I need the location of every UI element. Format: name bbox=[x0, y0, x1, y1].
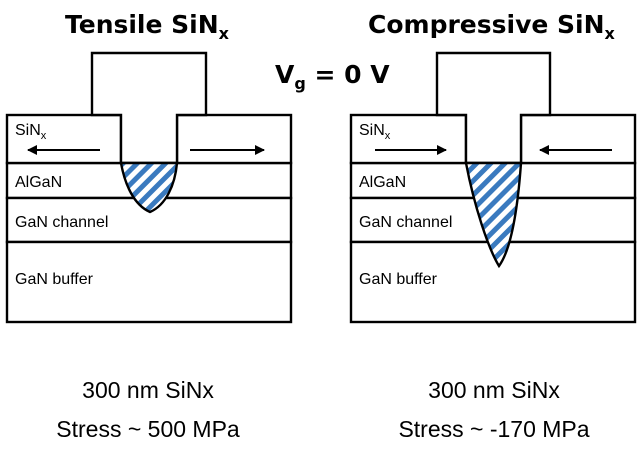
stress-caption: Stress ~ 500 MPa bbox=[56, 416, 240, 442]
sinx-right-segment bbox=[175, 113, 293, 165]
algan-label: AlGaN bbox=[359, 174, 406, 191]
gan-channel-label: GaN channel bbox=[15, 214, 108, 231]
depletion-region bbox=[464, 161, 523, 269]
depletion-region bbox=[119, 161, 179, 214]
sinx-right-segment bbox=[519, 113, 637, 165]
sinx-label: SiNx bbox=[15, 122, 47, 142]
thickness-caption: 300 nm SiNx bbox=[82, 377, 214, 403]
compressive-title: Compressive SiNx bbox=[368, 10, 616, 43]
stress-caption: Stress ~ -170 MPa bbox=[398, 416, 589, 442]
tensile-title: Tensile SiNx bbox=[65, 10, 230, 43]
compressive-device: Compressive SiNx SiNx AlGaN GaN channel … bbox=[349, 10, 637, 442]
gan-channel-label: GaN channel bbox=[359, 214, 452, 231]
sinx-label: SiNx bbox=[359, 122, 391, 142]
gan-buffer-label: GaN buffer bbox=[359, 271, 438, 288]
tensile-device: Tensile SiNx SiNx AlGaN GaN channel GaN … bbox=[5, 10, 293, 442]
thickness-caption: 300 nm SiNx bbox=[428, 377, 560, 403]
gan-buffer-label: GaN buffer bbox=[15, 271, 94, 288]
algan-label: AlGaN bbox=[15, 174, 62, 191]
gan-buffer-layer bbox=[5, 240, 293, 324]
gate-voltage-label: Vg = 0 V bbox=[275, 60, 390, 93]
